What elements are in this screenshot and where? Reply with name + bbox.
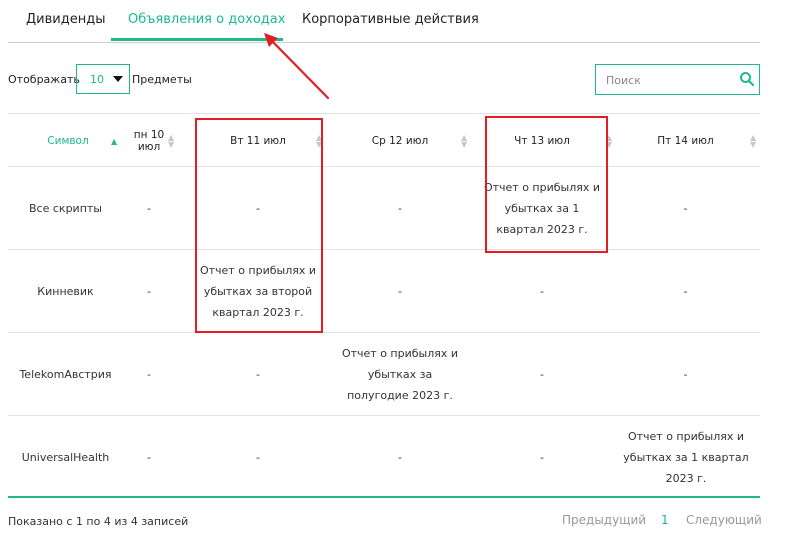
- table-cell: -: [683, 201, 688, 215]
- search-input[interactable]: [606, 71, 726, 89]
- sort-icon[interactable]: ▲▼: [461, 133, 468, 149]
- previous-page-button[interactable]: Предыдущий: [562, 513, 647, 527]
- table-cell: -: [683, 367, 688, 381]
- symbol-cell[interactable]: TelekomАвстрия: [19, 367, 112, 381]
- table-cell: -: [147, 284, 151, 298]
- page-number-button[interactable]: 1: [661, 513, 669, 527]
- next-page-button[interactable]: Следующий: [686, 513, 762, 527]
- search-icon[interactable]: [739, 71, 755, 87]
- table-cell: -: [540, 450, 544, 464]
- caret-down-icon: [113, 76, 123, 82]
- table-row: Все скрипты - - - Отчет о прибылях и убы…: [8, 167, 760, 250]
- per-page-value: 10: [90, 73, 104, 86]
- table-cell: -: [147, 201, 151, 215]
- table-row: UniversalHealth - - - - Отчет о прибылях…: [8, 416, 760, 499]
- symbol-cell[interactable]: UniversalHealth: [21, 450, 110, 464]
- sort-icon[interactable]: ▲▼: [316, 133, 323, 149]
- table-cell: -: [147, 450, 151, 464]
- show-label: Отображать: [8, 73, 80, 86]
- sort-icon[interactable]: ▲▼: [750, 133, 757, 149]
- table-cell: -: [683, 284, 688, 298]
- table-cell: -: [398, 450, 402, 464]
- tab-earnings-announcements[interactable]: Объявления о доходах: [128, 12, 286, 27]
- tab-corporate-actions[interactable]: Корпоративные действия: [302, 12, 479, 27]
- table-row: TelekomАвстрия - - Отчет о прибылях и уб…: [8, 333, 760, 416]
- items-label: Предметы: [132, 73, 192, 86]
- table-row: Кинневик - Отчет о прибылях и убытках за…: [8, 250, 760, 333]
- per-page-select[interactable]: 10: [76, 64, 130, 94]
- table-header-row: Символ ▲ пн 10 июл ▲▼ Вт 11 июл ▲▼ Ср 12…: [8, 113, 760, 167]
- column-header-tue[interactable]: Вт 11 июл: [230, 134, 286, 147]
- table-cell: -: [256, 367, 260, 381]
- column-header-fri[interactable]: Пт 14 июл: [657, 134, 714, 147]
- table-cell: Отчет о прибылях и убытках за полугодие …: [341, 346, 459, 402]
- column-header-wed[interactable]: Ср 12 июл: [371, 134, 429, 147]
- table-cell: -: [256, 450, 260, 464]
- symbol-cell[interactable]: Кинневик: [37, 284, 94, 298]
- sort-icon[interactable]: ▲▼: [168, 133, 175, 149]
- table-cell: -: [147, 367, 151, 381]
- search-box: [595, 64, 760, 95]
- table-cell: -: [398, 284, 402, 298]
- table-cell: -: [540, 367, 544, 381]
- sort-icon[interactable]: ▲▼: [606, 133, 613, 149]
- active-tab-indicator: [111, 38, 283, 41]
- table-cell: -: [540, 284, 544, 298]
- column-header-mon[interactable]: пн 10 июл: [133, 128, 165, 153]
- table-bottom-border: [8, 496, 760, 498]
- table-cell: -: [398, 201, 402, 215]
- tab-dividends[interactable]: Дивиденды: [26, 12, 106, 27]
- column-header-thu[interactable]: Чт 13 июл: [514, 134, 570, 147]
- table-cell: Отчет о прибылях и убытках за 1 квартал …: [623, 429, 749, 485]
- table-cell: Отчет о прибылях и убытках за второй ква…: [199, 263, 317, 319]
- records-info: Показано с 1 по 4 из 4 записей: [8, 515, 189, 528]
- tab-bar: Дивиденды Объявления о доходах Корпорати…: [8, 0, 760, 43]
- table-cell: Отчет о прибылях и убытках за 1 квартал …: [483, 180, 601, 236]
- table-cell: -: [256, 201, 260, 215]
- sort-asc-icon[interactable]: ▲: [111, 137, 118, 146]
- symbol-cell[interactable]: Все скрипты: [29, 201, 102, 215]
- column-header-symbol[interactable]: Символ: [47, 134, 89, 147]
